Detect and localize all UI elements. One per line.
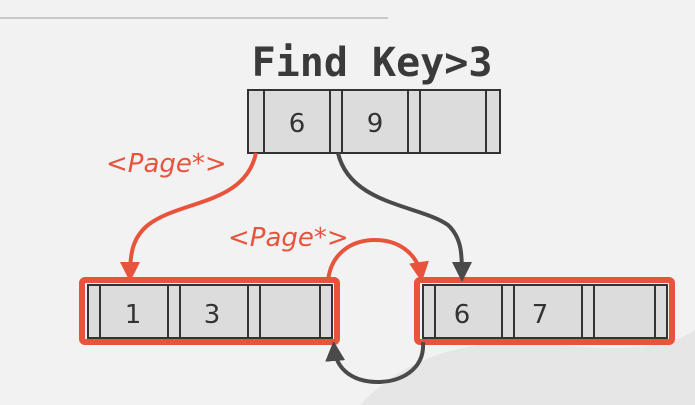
leaf-right-highlight bbox=[414, 277, 675, 345]
pointer-root-to-right-leaf bbox=[336, 152, 472, 282]
pointer-root-to-left-leaf bbox=[120, 152, 258, 282]
leaf-node-right: 6 7 bbox=[414, 277, 675, 345]
root-node: 6 9 bbox=[247, 89, 501, 154]
leaf-right-key-2: 7 bbox=[532, 300, 549, 330]
page-pointer-label-left: <Page*> bbox=[106, 149, 227, 179]
page-title: Find Key>3 bbox=[252, 40, 493, 86]
leaf-right-key-1: 6 bbox=[454, 300, 471, 330]
background-watermark-shape bbox=[360, 330, 695, 405]
leaf-node-left: 1 3 bbox=[79, 277, 340, 345]
leaf-left-highlight bbox=[79, 277, 340, 345]
page-pointer-label-sibling: <Page*> bbox=[228, 223, 349, 253]
root-node-frame bbox=[247, 89, 501, 154]
root-key-2: 9 bbox=[367, 109, 384, 139]
sibling-pointer-left-to-right bbox=[326, 237, 429, 283]
sibling-pointer-right-to-left bbox=[325, 341, 426, 385]
leaf-left-key-1: 1 bbox=[125, 300, 142, 330]
leaf-left-frame bbox=[87, 284, 333, 339]
root-key-1: 6 bbox=[289, 109, 306, 139]
leaf-right-frame bbox=[422, 284, 668, 339]
leaf-left-key-2: 3 bbox=[204, 300, 221, 330]
